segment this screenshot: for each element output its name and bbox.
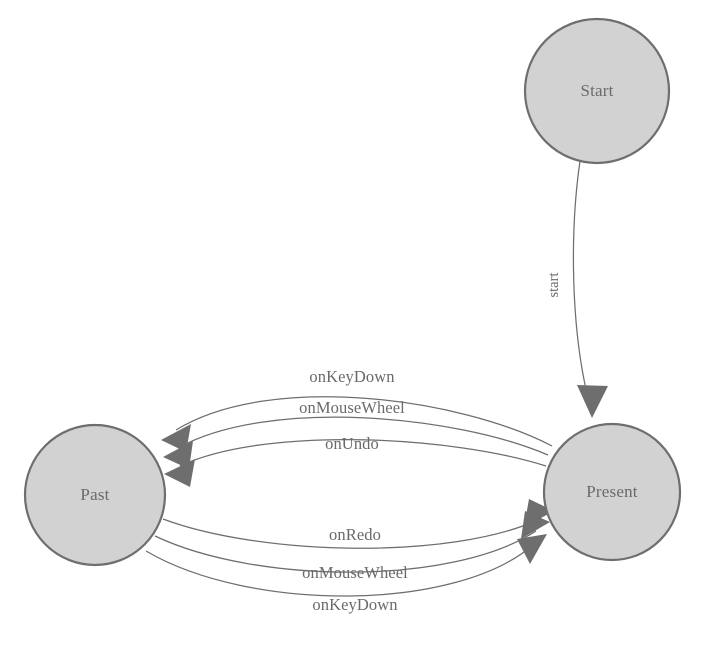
edge-present-to-past-onundo-arrowhead — [164, 459, 195, 487]
edge-present-to-past-onundo-label: onUndo — [325, 434, 379, 453]
edge-start-arrowhead — [577, 385, 608, 418]
edge-start-path — [572, 160, 591, 407]
edge-start-label: start — [546, 273, 562, 298]
node-present[interactable]: Present — [542, 422, 682, 562]
edge-past-to-present-onkeydown-path — [145, 544, 534, 597]
edge-past-to-present-onredo-path — [162, 518, 541, 549]
edge-past-to-present-onkeydown-arrowhead — [517, 534, 547, 564]
node-present-label: Present — [586, 482, 638, 501]
edge-present-to-past-onmousewheel[interactable]: onMouseWheel — [163, 398, 549, 469]
edge-past-to-present-onmousewheel[interactable]: onMouseWheel — [154, 511, 550, 582]
edge-present-to-past-onundo[interactable]: onUndo — [164, 434, 547, 487]
node-start[interactable]: Start — [523, 17, 671, 165]
node-past-circle — [23, 423, 167, 567]
edge-past-to-present-onredo-label: onRedo — [329, 525, 381, 544]
edge-past-to-present-onkeydown[interactable]: onKeyDown — [145, 534, 547, 614]
edge-present-to-past-onmousewheel-arrowhead — [163, 441, 193, 469]
node-present-circle — [542, 422, 682, 562]
edge-past-to-present-onmousewheel-arrowhead — [521, 511, 550, 539]
edge-past-to-present-onredo[interactable]: onRedo — [162, 499, 554, 549]
edge-present-to-past-onundo-path — [179, 439, 547, 467]
edge-present-to-past-onmousewheel-path — [177, 416, 549, 456]
edge-present-to-past-onkeydown-path — [175, 396, 553, 447]
edge-past-to-present-onmousewheel-label: onMouseWheel — [302, 563, 408, 582]
node-start-label: Start — [580, 81, 613, 100]
edge-start[interactable]: start — [546, 160, 608, 418]
node-past-label: Past — [80, 485, 109, 504]
edge-past-to-present-onkeydown-label: onKeyDown — [312, 595, 397, 614]
node-start-circle — [523, 17, 671, 165]
edge-present-to-past-onkeydown-label: onKeyDown — [309, 367, 394, 386]
edge-present-to-past-onmousewheel-label: onMouseWheel — [299, 398, 405, 417]
edge-past-to-present-onmousewheel-path — [154, 530, 537, 573]
node-past[interactable]: Past — [23, 423, 167, 567]
